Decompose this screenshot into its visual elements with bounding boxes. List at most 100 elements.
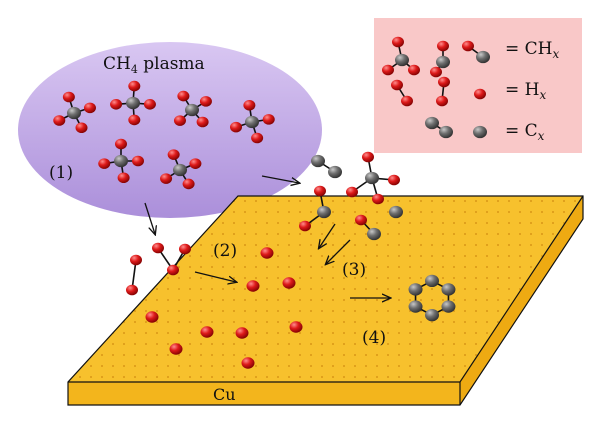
carbon-atom: [114, 154, 128, 168]
hydrogen-atom: [401, 95, 413, 107]
methane-molecule: [110, 80, 156, 126]
arrow-dissociation-b: [326, 239, 351, 264]
legend-cx-icons: [425, 116, 487, 139]
plasma-label: CH4 plasma: [103, 54, 205, 76]
hydrogen-atom: [173, 115, 186, 126]
hydrogen-atom: [145, 311, 159, 323]
carbon-atom: [317, 205, 331, 219]
legend-label-cx: = Cx: [505, 121, 545, 143]
carbon-atom: [408, 300, 423, 313]
hydrogen-atom: [474, 88, 486, 100]
hydrogen-atom: [437, 40, 449, 52]
hydrogen-atom: [355, 214, 367, 226]
methane-molecule: [160, 149, 202, 190]
hydrogen-atom: [110, 99, 123, 110]
arrow-adsorption: [194, 271, 236, 282]
carbon-atom: [185, 103, 199, 117]
cu-substrate: [67, 195, 584, 406]
step-1-label: (1): [49, 163, 73, 183]
arrows: [144, 175, 390, 298]
hydrogen-atom: [130, 254, 142, 266]
hydrogen-atom: [372, 193, 384, 205]
hydrogen-atom: [200, 326, 214, 338]
hydrogen-atom: [262, 114, 275, 125]
carbon-atom: [473, 125, 487, 139]
hydrogen-atom: [235, 327, 249, 339]
hydrogen-atom: [230, 121, 243, 133]
hydrogen-atom: [438, 76, 450, 88]
landing-fragments: [126, 242, 191, 296]
hydrogen-atom: [128, 80, 141, 92]
hydrogen-atom: [362, 151, 374, 163]
hydrogen-atom: [282, 277, 296, 289]
hydrogen-atom: [189, 158, 202, 169]
hydrogen-atom: [128, 114, 141, 126]
hydrogen-atom: [126, 284, 138, 296]
cu-label: Cu: [213, 385, 236, 404]
hydrogen-atom: [289, 321, 303, 333]
carbon-atom: [441, 300, 456, 313]
hydrogen-atom: [169, 343, 183, 355]
methane-molecule: [53, 91, 96, 134]
hydrogen-atom: [382, 64, 394, 76]
carbon-atom: [476, 50, 490, 64]
hydrogen-atom: [462, 40, 474, 52]
hydrogen-atom: [346, 186, 358, 198]
hydrogen-atom: [182, 178, 195, 190]
legend-label-chx: = CHx: [505, 39, 559, 61]
carbon-atom: [425, 116, 439, 130]
hydrogen-atom: [299, 220, 311, 232]
adsorbed-hydrogen-atoms: [145, 247, 303, 369]
carbon-atom: [311, 154, 325, 168]
carbon-atom: [425, 308, 439, 322]
hydrogen-atom: [117, 172, 130, 184]
arrow-plasma-to-surface: [144, 202, 155, 234]
carbon-ring: [408, 274, 456, 322]
carbon-atom: [365, 171, 379, 185]
arrow-to-gas-phase: [261, 175, 299, 183]
hydrogen-atom: [241, 357, 255, 369]
hydrogen-atom: [388, 174, 400, 186]
hydrogen-atom: [115, 138, 127, 150]
hydrogen-atom: [430, 66, 442, 78]
hydrogen-atom: [251, 132, 264, 144]
carbon-atom: [439, 125, 453, 139]
carbon-atom: [425, 274, 439, 288]
molecules-layer: [53, 36, 490, 369]
carbon-atom: [436, 55, 450, 69]
hydrogen-atom: [53, 115, 66, 126]
ch-fragments-cluster: [299, 151, 403, 241]
hydrogen-atom: [75, 122, 88, 134]
carbon-atom: [389, 205, 403, 219]
hydrogen-atom: [177, 90, 190, 102]
step-3-label: (3): [342, 260, 366, 280]
hydrogen-atom: [152, 242, 164, 254]
carbon-atom: [126, 96, 140, 110]
legend-label-hx: = Hx: [505, 80, 546, 102]
hydrogen-atom: [83, 102, 96, 114]
hydrogen-atom: [132, 155, 144, 167]
plasma-cloud: [18, 42, 322, 218]
carbon-atom: [328, 165, 342, 179]
hydrogen-atom: [314, 185, 326, 197]
carbon-atom: [245, 115, 259, 129]
legend-chx-icons: [382, 36, 490, 78]
hydrogen-atom: [392, 36, 404, 48]
carbon-atom: [395, 53, 409, 67]
carbon-atom: [408, 283, 423, 296]
methane-molecule: [173, 90, 212, 128]
hydrogen-atom: [436, 95, 448, 107]
hydrogen-atom: [98, 158, 111, 169]
step-4-label: (4): [362, 328, 386, 348]
hydrogen-atom: [199, 96, 212, 107]
hydrogen-atom: [179, 243, 191, 255]
hydrogen-atom: [167, 149, 180, 160]
carbon-atom: [367, 227, 381, 241]
step-2-label: (2): [213, 241, 237, 261]
hydrogen-atom: [243, 99, 256, 111]
hydrogen-atom: [62, 91, 75, 103]
hydrogen-atom: [167, 264, 179, 276]
carbon-atom: [67, 106, 81, 120]
hydrogen-atom: [143, 99, 156, 110]
